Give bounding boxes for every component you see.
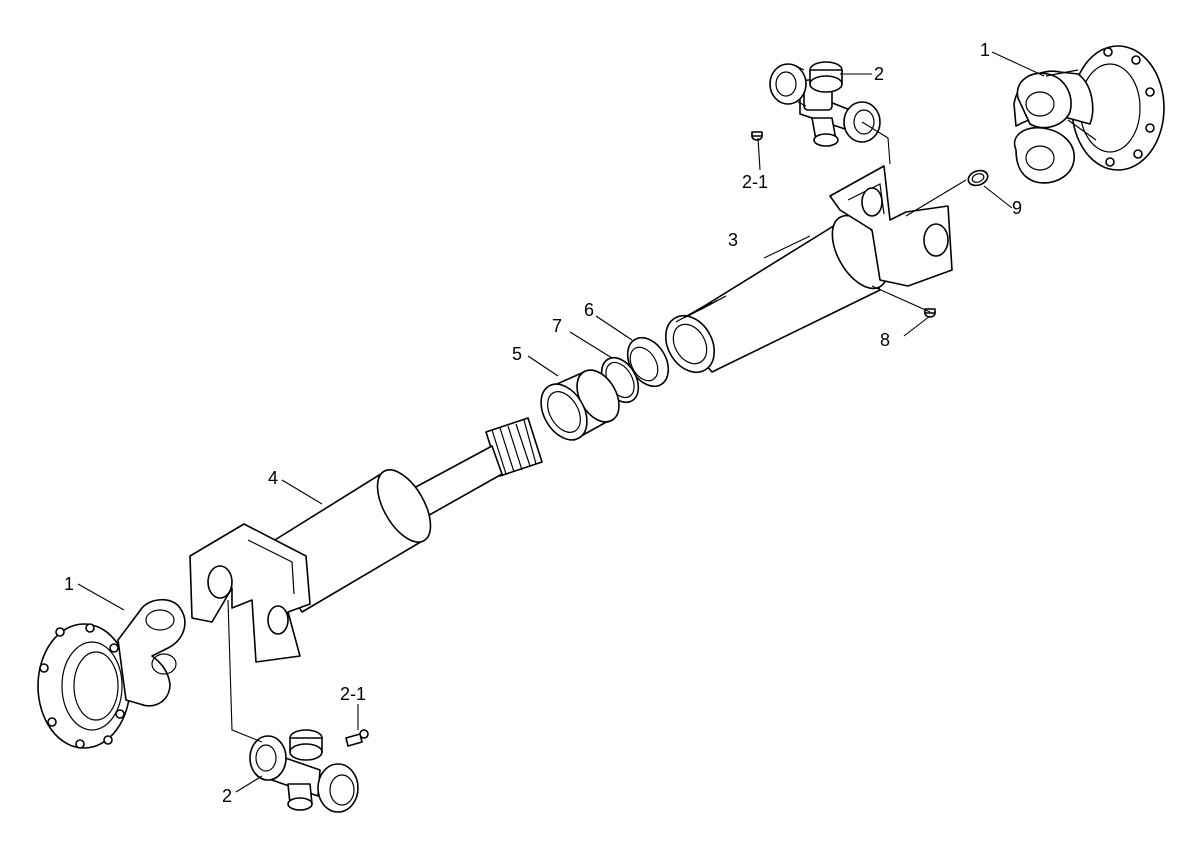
callout-steel-washer: 7: [552, 316, 562, 336]
grease-nipple-top: [751, 131, 763, 141]
callout-spline-shaft: 4: [268, 468, 278, 488]
callout-slip-tube: 3: [728, 230, 738, 250]
callout-tube-grease-nipple: 8: [880, 330, 890, 350]
spider-top: [769, 61, 881, 147]
flange-yoke-left: [37, 598, 186, 749]
callout-spider-bottom: 2: [222, 786, 232, 806]
grease-nipple-bottom: [345, 729, 369, 747]
callout-snap-ring: 9: [1012, 198, 1022, 218]
felt-seal: [626, 336, 670, 388]
callout-flange-yoke-right: 1: [980, 40, 990, 60]
leader-lines: [77, 51, 1045, 793]
callout-flange-yoke-left: 1: [64, 574, 74, 594]
callout-grease-nipple-top: 2-1: [742, 172, 768, 192]
flange-yoke-right: [1013, 45, 1165, 184]
spider-bottom: [249, 729, 359, 813]
spline-shaft: [189, 417, 543, 663]
snap-ring: [967, 169, 989, 187]
callout-labels: 1 2 2-1 3 9 8 6 7 5 4 1 2 2-1: [64, 40, 1022, 806]
callout-grease-nipple-bottom: 2-1: [340, 684, 366, 704]
dust-cap: [540, 369, 620, 441]
slip-tube: [664, 165, 953, 374]
callout-spider-top: 2: [874, 64, 884, 84]
callout-felt-seal: 6: [584, 300, 594, 320]
callout-dust-cap: 5: [512, 344, 522, 364]
